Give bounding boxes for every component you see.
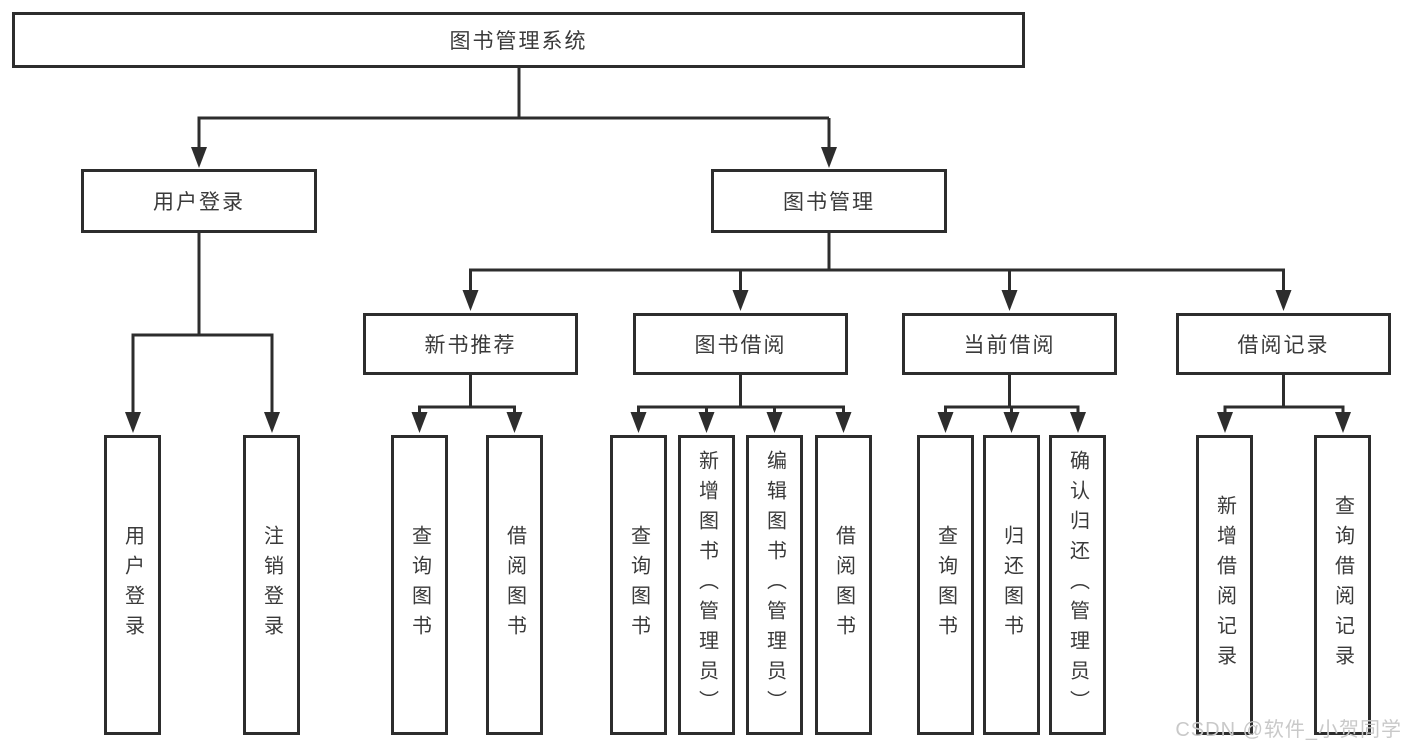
node-current-borrow: 当前借阅 bbox=[902, 313, 1117, 375]
node-label: 新书推荐 bbox=[424, 334, 517, 357]
leaf-label: 查询图书 bbox=[408, 525, 431, 645]
leaf-query-books-current: 查询图书 bbox=[917, 435, 974, 735]
node-label: 当前借阅 bbox=[963, 334, 1056, 357]
leaf-query-books-recommend: 查询图书 bbox=[391, 435, 448, 735]
leaf-query-borrow-record: 查询借阅记录 bbox=[1314, 435, 1371, 735]
leaf-return-books: 归还图书 bbox=[983, 435, 1040, 735]
leaf-label: 查询图书 bbox=[934, 525, 957, 645]
leaf-confirm-return-admin: 确认归还（管理员） bbox=[1049, 435, 1106, 735]
leaf-label: 确认归还（管理员） bbox=[1066, 450, 1089, 720]
node-label: 图书借阅 bbox=[694, 334, 787, 357]
node-book-borrow: 图书借阅 bbox=[633, 313, 848, 375]
node-label: 图书管理 bbox=[783, 191, 875, 214]
leaf-query-books-borrow: 查询图书 bbox=[610, 435, 667, 735]
leaf-label: 新增图书（管理员） bbox=[695, 450, 718, 720]
leaf-label: 用户登录 bbox=[121, 525, 144, 645]
leaf-borrow-books-recommend: 借阅图书 bbox=[486, 435, 543, 735]
leaf-edit-books-admin: 编辑图书（管理员） bbox=[746, 435, 803, 735]
node-label: 借阅记录 bbox=[1237, 334, 1330, 357]
arrowheads bbox=[125, 147, 1351, 433]
node-borrow-records: 借阅记录 bbox=[1176, 313, 1391, 375]
leaf-label: 查询图书 bbox=[627, 525, 650, 645]
node-new-book-recommend: 新书推荐 bbox=[363, 313, 578, 375]
leaf-label: 借阅图书 bbox=[832, 525, 855, 645]
leaf-user-login: 用户登录 bbox=[104, 435, 161, 735]
leaf-label: 归还图书 bbox=[1000, 525, 1023, 645]
node-library-management-system: 图书管理系统 bbox=[12, 12, 1025, 68]
leaf-logout: 注销登录 bbox=[243, 435, 300, 735]
csdn-watermark: CSDN @软件_小贺同学 bbox=[1175, 719, 1402, 741]
leaf-add-books-admin: 新增图书（管理员） bbox=[678, 435, 735, 735]
node-book-management: 图书管理 bbox=[711, 169, 947, 233]
leaf-label: 借阅图书 bbox=[503, 525, 526, 645]
node-label: 用户登录 bbox=[153, 191, 245, 214]
leaf-label: 新增借阅记录 bbox=[1213, 495, 1236, 675]
leaf-label: 注销登录 bbox=[260, 525, 283, 645]
leaf-add-borrow-record: 新增借阅记录 bbox=[1196, 435, 1253, 735]
node-user-login: 用户登录 bbox=[81, 169, 317, 233]
leaf-label: 查询借阅记录 bbox=[1331, 495, 1354, 675]
leaf-label: 编辑图书（管理员） bbox=[763, 450, 786, 720]
leaf-borrow-books: 借阅图书 bbox=[815, 435, 872, 735]
node-label: 图书管理系统 bbox=[449, 30, 588, 53]
